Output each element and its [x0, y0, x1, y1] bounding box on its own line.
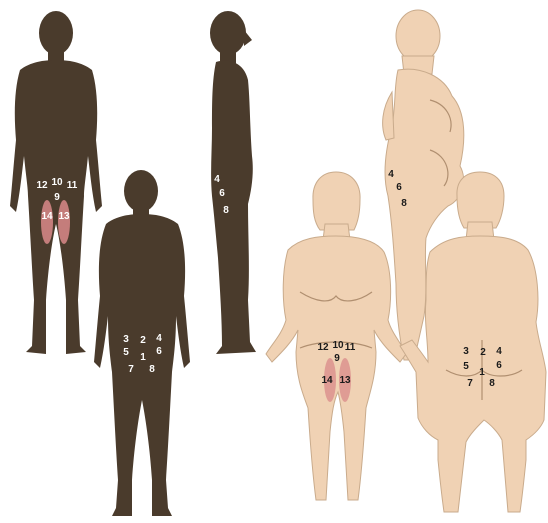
female-back-site-label: 7: [467, 378, 473, 389]
female-front-site-label: 13: [339, 375, 351, 386]
female-back-site-label: 3: [463, 346, 469, 357]
male-front-site-label: 12: [36, 180, 48, 191]
female-back-site-label: 5: [463, 361, 469, 372]
female-side-site-label: 8: [401, 198, 407, 209]
female-front-site-label: 14: [321, 375, 333, 386]
male-side-site-label: 4: [214, 174, 220, 185]
male-back-site-label: 6: [156, 346, 162, 357]
female-back-site-label: 8: [489, 378, 495, 389]
male-back-site-label: 2: [140, 335, 146, 346]
male-side-site-label: 8: [223, 205, 229, 216]
male-front-site-label: 13: [58, 211, 70, 222]
male-front-site-label: 11: [67, 180, 78, 191]
female-back-site-label: 4: [496, 346, 502, 357]
female-front-site-label: 10: [332, 340, 344, 351]
male-front-site-label: 10: [51, 177, 63, 188]
female-back-site-label: 6: [496, 360, 502, 371]
male-back-site-label: 5: [123, 347, 129, 358]
male-back-site-label: 8: [149, 364, 155, 375]
female-front-figure: [266, 172, 406, 500]
male-back-site-label: 1: [140, 352, 146, 363]
female-front-site-label: 9: [334, 353, 340, 364]
female-side-site-label: 6: [396, 182, 402, 193]
female-back-site-label: 1: [479, 367, 485, 378]
female-back-site-label: 2: [480, 347, 486, 358]
male-front-site-label: 9: [54, 192, 60, 203]
male-side-site-label: 6: [219, 188, 225, 199]
male-back-site-label: 7: [128, 364, 134, 375]
female-side-site-label: 4: [388, 169, 394, 180]
male-back-site-label: 4: [156, 333, 162, 344]
female-front-site-label: 11: [345, 342, 356, 353]
female-front-site-label: 12: [317, 342, 329, 353]
inner-thigh-highlight-right: [58, 200, 70, 244]
male-back-site-label: 3: [123, 334, 129, 345]
male-front-site-label: 14: [41, 211, 53, 222]
inner-thigh-highlight-left: [41, 200, 53, 244]
